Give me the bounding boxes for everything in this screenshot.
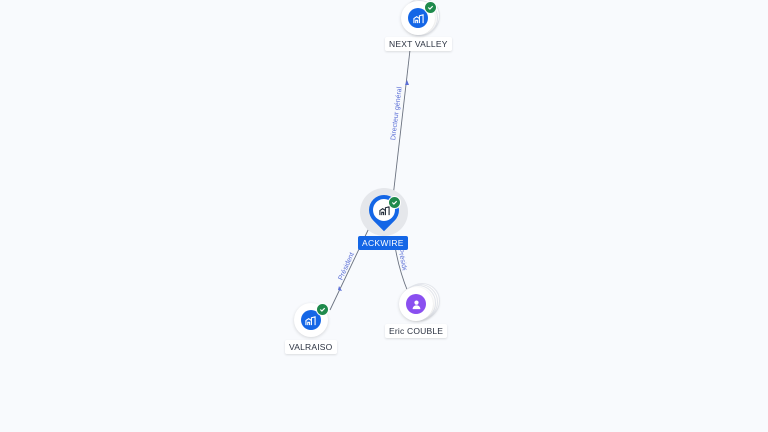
node-ackwire[interactable]: ACKWIRE [358,188,410,254]
edge-arrow-icon [405,80,409,85]
verified-check-icon [315,303,329,316]
node-label: ACKWIRE [358,236,408,250]
verified-check-icon [424,1,438,14]
edge-next-valley[interactable] [392,49,411,198]
verified-check-icon [388,196,401,209]
person-icon [406,294,427,314]
node-valraiso[interactable]: VALRAISO [285,302,337,354]
edge-arrow-icon [338,286,342,291]
building-icon [378,205,390,215]
node-next-valley[interactable]: NEXT VALLEY [385,0,452,51]
node-label: NEXT VALLEY [385,37,452,51]
building-icon [300,310,321,330]
building-icon [408,8,429,28]
node-eric-couble[interactable]: Eric COUBLE [385,283,448,338]
node-label: Eric COUBLE [385,324,448,338]
node-label: VALRAISO [285,340,337,354]
